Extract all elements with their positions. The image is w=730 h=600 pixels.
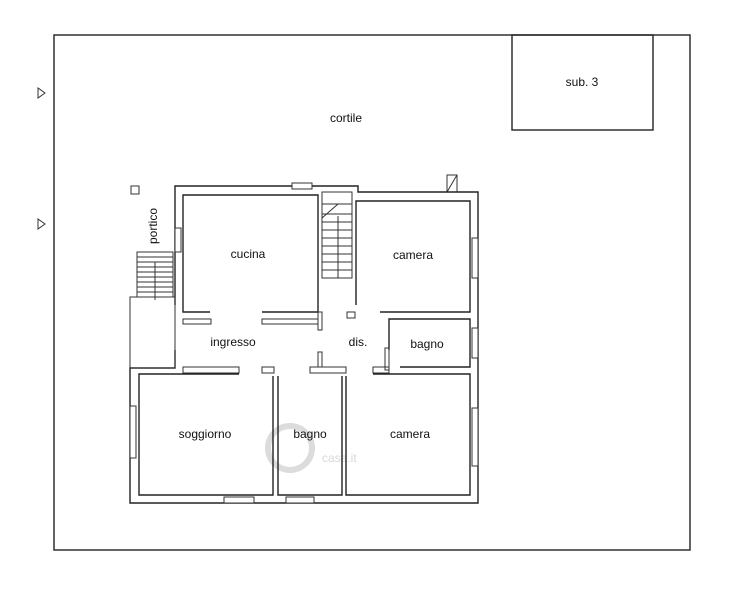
room-kitchen [182, 194, 319, 313]
label-hall: dis. [349, 335, 368, 349]
label-courtyard: cortile [330, 111, 362, 125]
sub-3-block [511, 34, 654, 131]
arrow-marker-icon [37, 218, 46, 230]
label-kitchen: cucina [231, 247, 266, 261]
site-boundary [53, 34, 691, 551]
label-bedroom-bottom: camera [390, 427, 430, 441]
label-bedroom-top: camera [393, 248, 433, 262]
porch-area [129, 296, 176, 369]
label-bathroom-small: bagno [410, 337, 444, 351]
room-bathroom-small [388, 318, 471, 368]
windows [129, 182, 479, 504]
small-square-marker [130, 185, 140, 195]
label-porch: portico [146, 208, 160, 244]
label-living: soggiorno [179, 427, 232, 441]
watermark-text: casa.it [322, 451, 357, 465]
internal-stairs [321, 191, 353, 279]
arrow-marker-icon [37, 87, 46, 99]
corridor-partitions [182, 311, 390, 374]
watermark: casa.it [265, 423, 357, 473]
porch-stairs [136, 251, 174, 300]
room-bathroom-bottom [277, 376, 343, 496]
room-bedroom-top [355, 200, 471, 313]
room-bedroom-bottom [345, 373, 471, 496]
watermark-logo-icon [265, 423, 315, 473]
label-entrance: ingresso [210, 335, 256, 349]
label-bathroom-bottom: bagno [293, 427, 327, 441]
room-living [138, 373, 274, 496]
label-sub-3: sub. 3 [566, 75, 599, 89]
